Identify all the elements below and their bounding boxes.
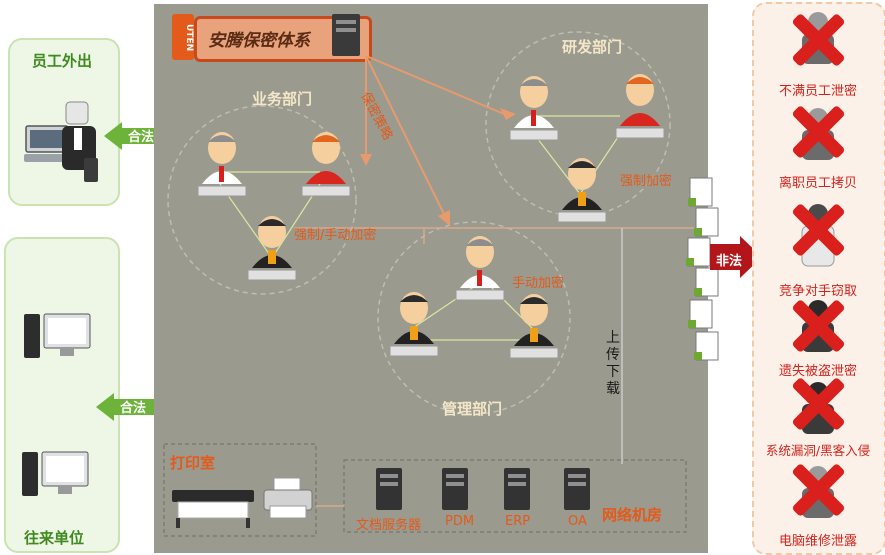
red-cross-icon: [790, 202, 846, 258]
logo-text: UTEN: [184, 24, 194, 52]
employee-out-label: 员工外出: [32, 52, 93, 70]
topology-lines: [163, 31, 694, 537]
management-dept-title: 管理部门: [442, 400, 503, 418]
illegal-arrow-label: 非法: [716, 254, 743, 269]
legal-arrow-label: 合法: [128, 130, 155, 145]
red-cross-icon: [790, 12, 846, 68]
partner-label: 往来单位: [24, 529, 85, 547]
manual-encrypt-label: 手动加密: [512, 276, 565, 291]
printer-icon: [263, 477, 313, 519]
red-cross-icon: [790, 376, 846, 432]
employee-icon: [455, 236, 505, 301]
laptop-person-icon: [24, 101, 98, 182]
employee-icon: [301, 132, 351, 197]
legal-arrow: [96, 393, 164, 421]
server-label: OA: [568, 514, 587, 529]
threat-label: 离职员工拷贝: [778, 176, 857, 191]
threat-label: 系统漏洞/黑客入侵: [765, 443, 871, 458]
server-icon: [442, 468, 468, 510]
employee-icon: [509, 76, 559, 141]
server-label: ERP: [505, 514, 531, 529]
server-label: 文档服务器: [356, 518, 422, 533]
illegal-arrow: [710, 236, 762, 278]
employee-icon: [509, 294, 559, 359]
business-dept-title: 业务部门: [252, 90, 313, 108]
upload-download-label: 上传下载: [606, 330, 620, 397]
rnd-dept-title: 研发部门: [562, 38, 623, 56]
legal-arrow-label: 合法: [120, 401, 147, 416]
employee-icon: [615, 74, 665, 139]
desktop-computer-icon: [24, 313, 91, 358]
red-cross-icon: [790, 462, 846, 518]
server-icon: [504, 468, 530, 510]
plotter-icon: [172, 490, 254, 528]
server-icon: [376, 468, 402, 510]
employee-icon: [247, 216, 297, 281]
network-canvas: [154, 4, 708, 553]
red-cross-icon: [790, 298, 846, 354]
print-room-title: 打印室: [170, 454, 216, 472]
employee-icon: [557, 158, 607, 223]
partner-panel: [4, 237, 120, 553]
server-icon: [564, 468, 590, 510]
forced-encrypt-label: 强制加密: [620, 174, 673, 189]
server-label: PDM: [445, 514, 475, 529]
desktop-computer-icon: [22, 451, 89, 496]
employee-icon: [197, 132, 247, 197]
employee-icon: [389, 292, 439, 357]
banner-title: 安腾保密体系: [208, 31, 310, 51]
encrypted-documents-icon: [686, 177, 719, 361]
forced-manual-encrypt-label: 强制/手动加密: [294, 228, 377, 243]
red-cross-icon: [790, 104, 846, 160]
employee-out-panel: [8, 38, 120, 206]
threat-label: 竞争对手窃取: [778, 284, 857, 299]
threat-label: 不满员工泄密: [778, 84, 857, 99]
server-icon: [332, 14, 360, 56]
threat-label: 电脑维修泄露: [778, 534, 857, 549]
logo-badge: [172, 14, 194, 60]
network-room-title: 网络机房: [602, 506, 663, 524]
